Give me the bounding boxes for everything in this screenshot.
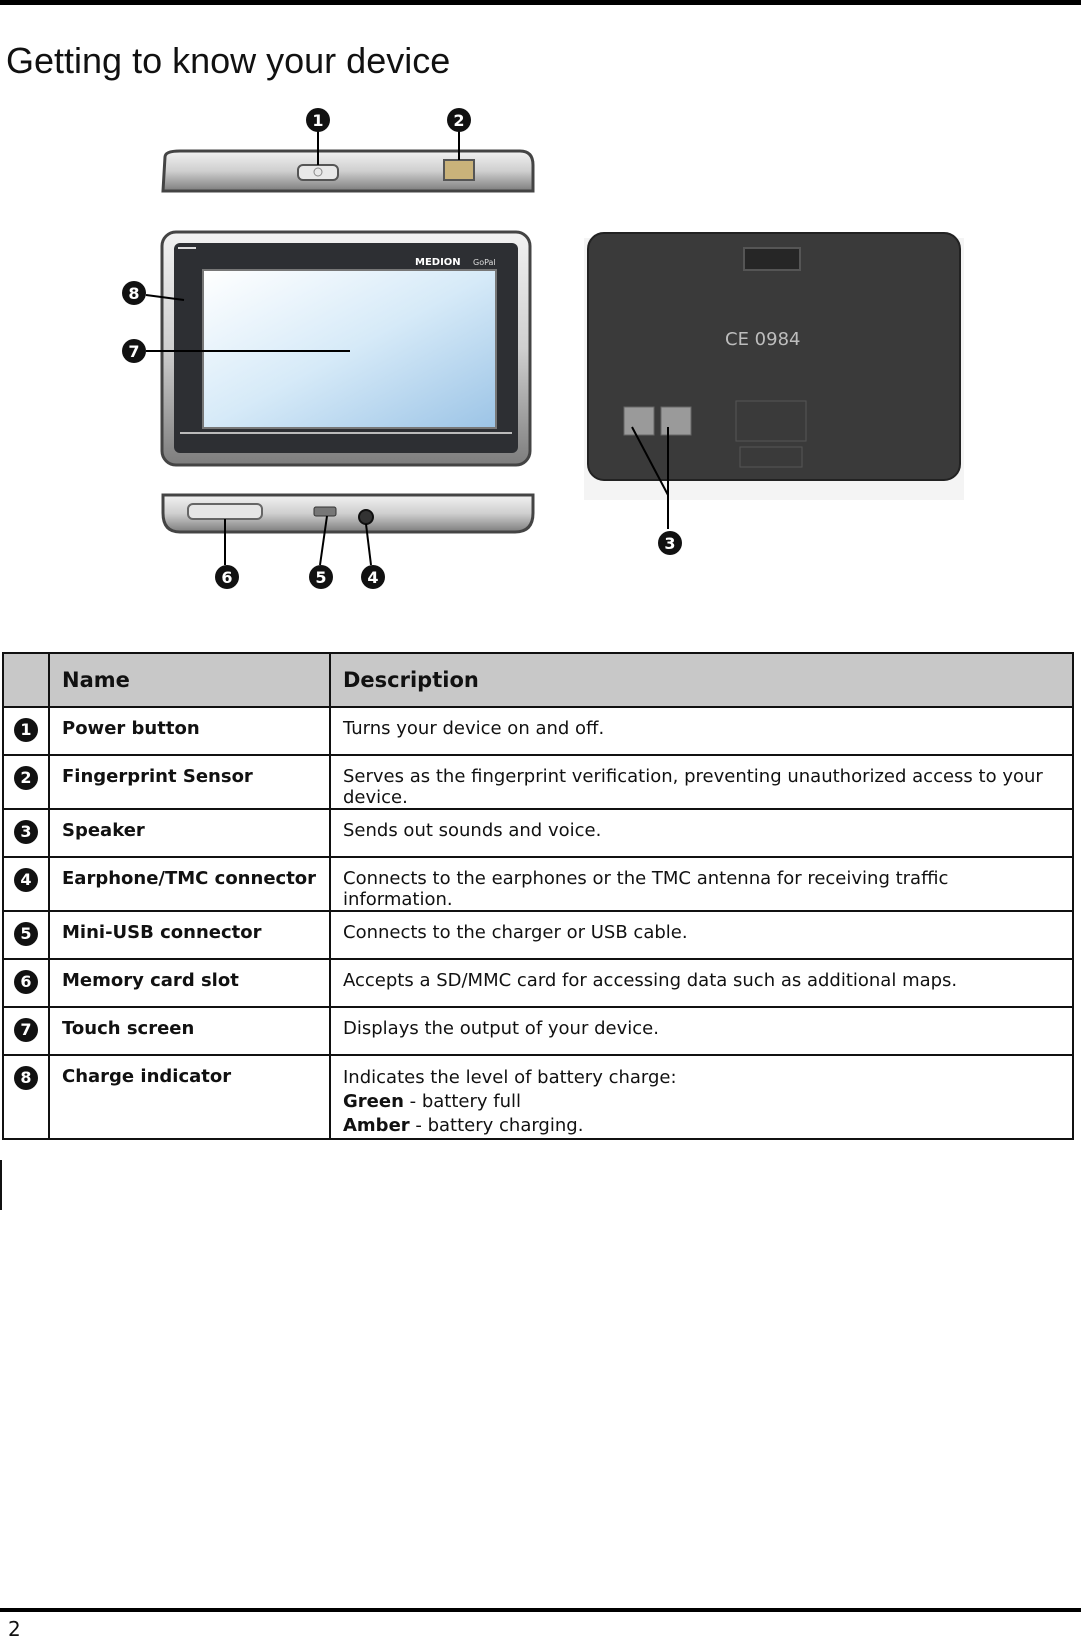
table-row: 4 Earphone/TMC connector Connects to the… — [3, 857, 1073, 911]
memory-card-slot-part — [188, 504, 262, 519]
header-number-cell — [3, 653, 49, 707]
table-row: 8 Charge indicator Indicates the level o… — [3, 1055, 1073, 1139]
svg-text:4: 4 — [367, 568, 378, 587]
row-number-badge: 1 — [14, 718, 38, 742]
device-logo-sub: GoPal — [473, 258, 496, 267]
margin-mark — [0, 1160, 2, 1210]
mini-usb-part — [314, 507, 336, 516]
callout-1: 1 — [306, 108, 330, 132]
callout-7: 7 — [122, 339, 146, 363]
page-title: Getting to know your device — [6, 40, 450, 82]
row-number-badge: 2 — [14, 766, 38, 790]
callout-2: 2 — [447, 108, 471, 132]
row-description: Connects to the charger or USB cable. — [330, 911, 1073, 959]
device-back-view: CE 0984 — [584, 233, 964, 529]
row-number-badge: 7 — [14, 1018, 38, 1042]
row-number-badge: 4 — [14, 868, 38, 892]
callout-8: 8 — [122, 281, 146, 305]
callout-3: 3 — [658, 531, 682, 555]
top-rule — [0, 0, 1081, 5]
row-description: Displays the output of your device. — [330, 1007, 1073, 1055]
table-row: 2 Fingerprint Sensor Serves as the finge… — [3, 755, 1073, 809]
table-row: 5 Mini-USB connector Connects to the cha… — [3, 911, 1073, 959]
callout-4: 4 — [361, 565, 385, 589]
device-top-view — [163, 127, 533, 191]
svg-text:2: 2 — [453, 111, 464, 130]
row-number-badge: 3 — [14, 820, 38, 844]
table-row: 6 Memory card slot Accepts a SD/MMC card… — [3, 959, 1073, 1007]
row-number-badge: 5 — [14, 922, 38, 946]
power-button-part — [298, 165, 338, 180]
charge-state-green: Green - battery full — [343, 1090, 1060, 1114]
svg-text:8: 8 — [128, 284, 139, 303]
row-name: Mini-USB connector — [49, 911, 330, 959]
row-description: Sends out sounds and voice. — [330, 809, 1073, 857]
svg-text:6: 6 — [221, 568, 232, 587]
row-name: Fingerprint Sensor — [49, 755, 330, 809]
certification-mark: CE 0984 — [725, 329, 800, 350]
device-figure: MEDION GoPal CE 0984 1 2 8 — [0, 95, 1081, 625]
charge-state-text: - battery full — [404, 1091, 521, 1112]
earphone-jack-part — [359, 510, 373, 524]
device-logo: MEDION — [415, 257, 461, 268]
row-description: Accepts a SD/MMC card for accessing data… — [330, 959, 1073, 1007]
row-name: Charge indicator — [49, 1055, 330, 1139]
parts-table: Name Description 1 Power button Turns yo… — [2, 652, 1074, 1140]
table-row: 1 Power button Turns your device on and … — [3, 707, 1073, 755]
row-description: Connects to the earphones or the TMC ant… — [330, 857, 1073, 911]
charge-state-label: Green — [343, 1091, 404, 1112]
bottom-rule — [0, 1608, 1081, 1612]
header-description: Description — [330, 653, 1073, 707]
svg-text:7: 7 — [128, 342, 139, 361]
row-name: Memory card slot — [49, 959, 330, 1007]
speaker-grille-part — [661, 407, 691, 435]
table-header-row: Name Description — [3, 653, 1073, 707]
row-description: Turns your device on and off. — [330, 707, 1073, 755]
speaker-grille-part — [624, 407, 654, 435]
callout-5: 5 — [309, 565, 333, 589]
device-bottom-view — [163, 495, 533, 565]
fingerprint-sensor-part — [444, 160, 474, 180]
row-number-badge: 8 — [14, 1066, 38, 1090]
page-number: 2 — [8, 1617, 21, 1641]
table-row: 7 Touch screen Displays the output of yo… — [3, 1007, 1073, 1055]
svg-text:1: 1 — [312, 111, 323, 130]
row-description: Indicates the level of battery charge: G… — [330, 1055, 1073, 1139]
charge-state-amber: Amber - battery charging. — [343, 1114, 1060, 1138]
header-name: Name — [49, 653, 330, 707]
device-front-view: MEDION GoPal — [146, 232, 530, 465]
touch-screen-part — [203, 270, 496, 428]
svg-text:5: 5 — [315, 568, 326, 587]
charge-description-intro: Indicates the level of battery charge: — [343, 1066, 1060, 1090]
svg-text:3: 3 — [664, 534, 675, 553]
charge-state-text: - battery charging. — [410, 1115, 584, 1136]
charge-state-label: Amber — [343, 1115, 410, 1136]
row-name: Earphone/TMC connector — [49, 857, 330, 911]
row-number-badge: 6 — [14, 970, 38, 994]
callout-6: 6 — [215, 565, 239, 589]
row-name: Speaker — [49, 809, 330, 857]
table-row: 3 Speaker Sends out sounds and voice. — [3, 809, 1073, 857]
row-name: Touch screen — [49, 1007, 330, 1055]
row-description: Serves as the fingerprint verification, … — [330, 755, 1073, 809]
row-name: Power button — [49, 707, 330, 755]
